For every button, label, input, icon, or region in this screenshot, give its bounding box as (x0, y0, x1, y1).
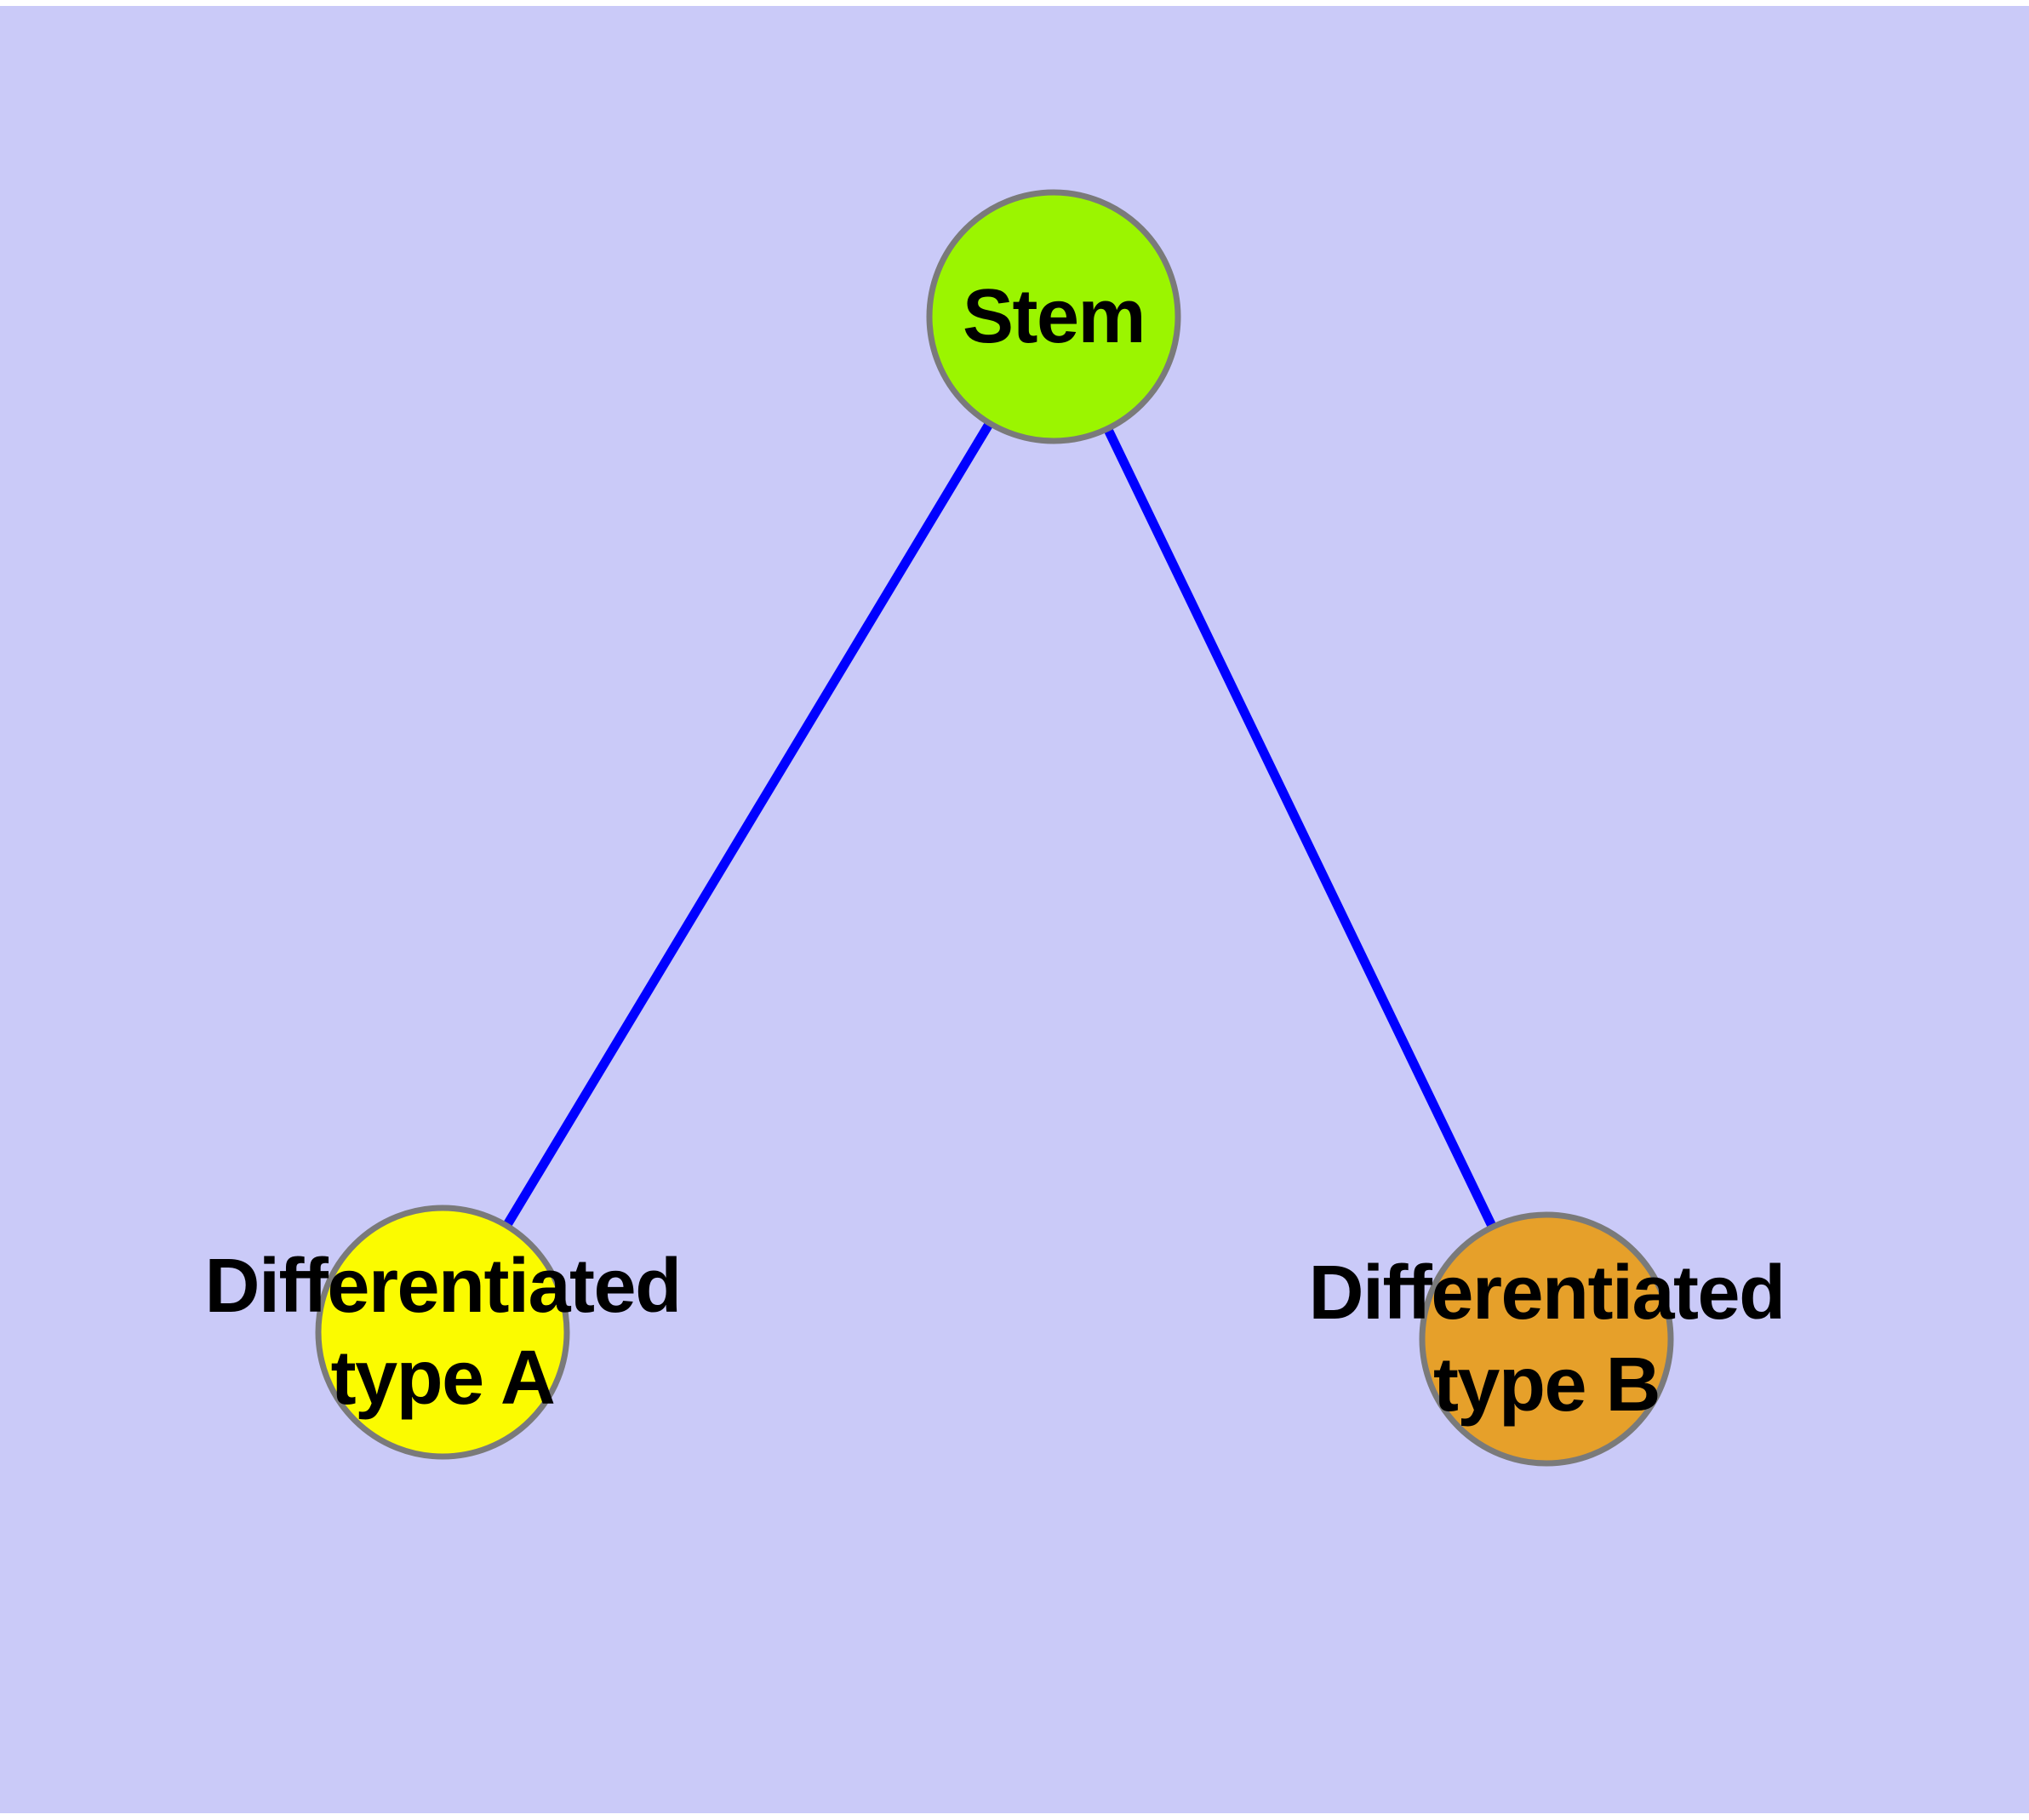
edge-stem-to-type-a (438, 314, 1058, 1335)
edge-stem-to-type-b (1049, 314, 1551, 1342)
node-type-a-circle (315, 1205, 570, 1460)
node-type-b-circle (1419, 1211, 1674, 1467)
node-stem-circle (926, 189, 1181, 444)
